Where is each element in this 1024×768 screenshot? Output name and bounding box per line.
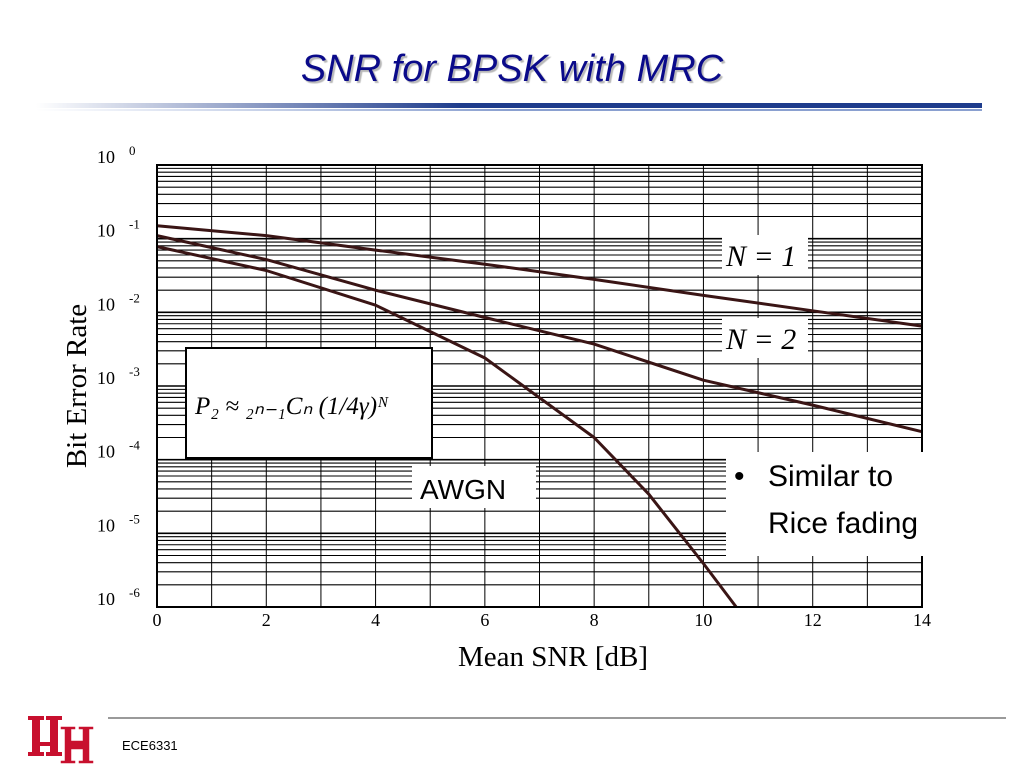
x-tick-label: 8: [590, 610, 599, 630]
x-axis-label: Mean SNR [dB]: [458, 641, 648, 673]
y-tick-exponent: -6: [129, 585, 140, 600]
series-line-1: [156, 234, 923, 434]
label-bg-awgn: [412, 466, 536, 508]
note-box: [726, 452, 972, 556]
y-tick-exponent: -4: [129, 438, 140, 453]
x-tick-labels: 0 2 4 6 8 10 12 14: [153, 610, 932, 630]
note-line-1: Similar to: [768, 460, 893, 493]
y-tick-label: 10: [97, 368, 115, 388]
curve-group: [156, 224, 923, 608]
y-tick-label: 10: [97, 221, 115, 241]
uh-logo-icon: [28, 716, 95, 765]
x-tick-label: 4: [371, 610, 380, 630]
label-bg-n1: [722, 235, 808, 275]
x-tick-label: 6: [480, 610, 489, 630]
y-tick-exponent: -3: [129, 364, 140, 379]
y-tick-exponent: -5: [129, 511, 140, 526]
y-tick-label: 10: [97, 442, 115, 462]
note-bullet: •: [734, 460, 745, 493]
slide-title: SNR for BPSK with MRC: [300, 48, 724, 90]
y-tick-label: 10: [97, 294, 115, 314]
y-tick-label: 10: [97, 147, 115, 167]
formula-text: P₂ ≈ ₂ₙ₋₁Cₙ (1/4γ)ᴺ: [194, 393, 389, 420]
title-divider: [36, 103, 982, 108]
plot-frame: [156, 164, 923, 608]
series-label-n1: N = 1: [725, 240, 796, 273]
footer-course-code: ECE6331: [122, 738, 178, 753]
x-tick-label: 14: [913, 610, 931, 630]
series-line-0: [156, 224, 923, 328]
note-line-2: Rice fading: [768, 507, 918, 540]
title-divider-shadow: [36, 109, 982, 111]
y-tick-label: 10: [97, 589, 115, 609]
y-tick-exponent: -1: [129, 217, 140, 232]
footer-divider: [108, 717, 1006, 719]
y-tick-labels: 10 0 10 -1 10 -2 10 -3 10 -4 10 -5 10 -6: [97, 143, 140, 609]
x-tick-label: 10: [694, 610, 712, 630]
x-tick-label: 0: [153, 610, 162, 630]
y-tick-exponent: -2: [129, 290, 140, 305]
y-tick-exponent: 0: [129, 143, 136, 158]
x-tick-label: 12: [804, 610, 822, 630]
series-label-awgn: AWGN: [420, 474, 506, 505]
series-label-n2: N = 2: [725, 323, 796, 356]
y-tick-label: 10: [97, 515, 115, 535]
series-line-2: [156, 245, 738, 608]
y-axis-label: Bit Error Rate: [61, 304, 93, 468]
formula-box: [185, 347, 433, 459]
label-bg-n2: [722, 318, 808, 358]
x-tick-label: 2: [262, 610, 271, 630]
